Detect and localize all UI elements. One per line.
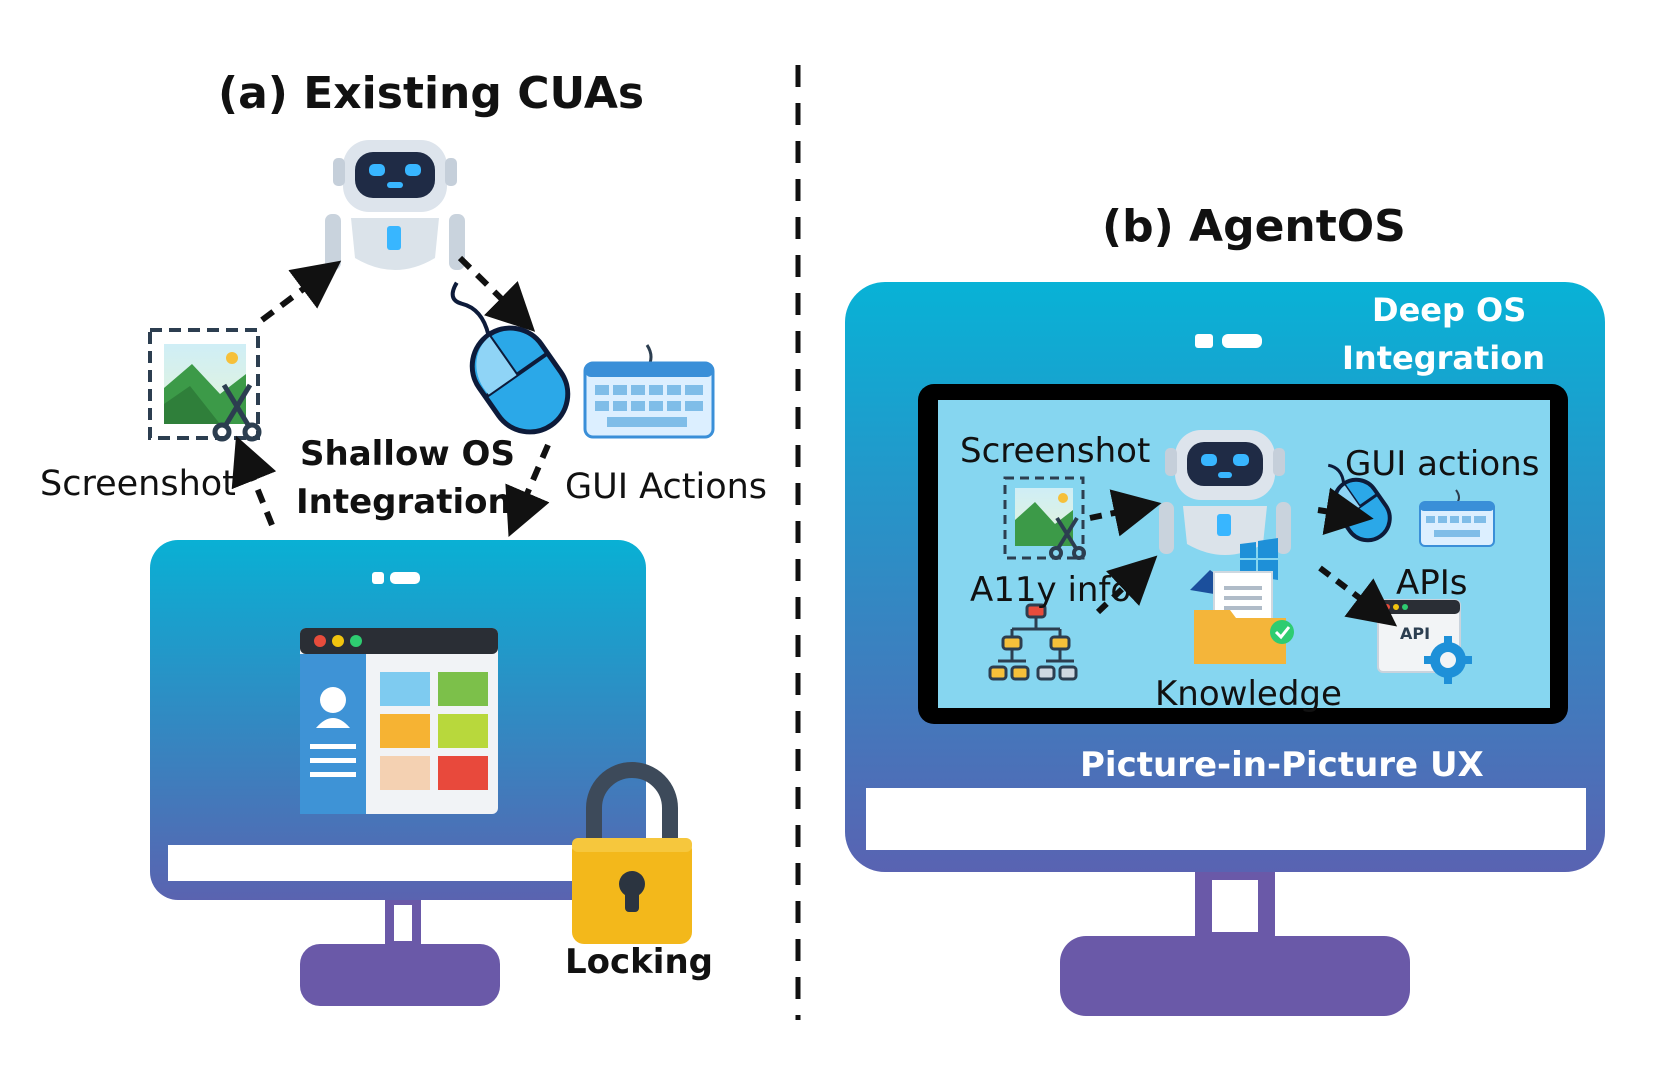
locking-label: Locking: [565, 942, 713, 982]
flow-arrows-agentos: [1089, 487, 1398, 627]
gui-actions-label: GUI Actions: [565, 467, 768, 507]
integration-label-line2: Integration: [296, 482, 512, 522]
accessibility-tree-icon: [988, 603, 1078, 681]
panel-b-title: (b) AgentOS: [1102, 201, 1406, 252]
integration-label-line1: Shallow OS: [300, 434, 515, 474]
robot-icon-agentos: [1159, 430, 1291, 555]
keyboard-icon-small: [1419, 489, 1495, 547]
screenshot-label-agentos: Screenshot: [960, 431, 1151, 471]
knowledge-label: Knowledge: [1155, 674, 1342, 714]
api-icon: [1377, 599, 1472, 684]
mouse-icon: [450, 281, 571, 435]
panel-a-title: (a) Existing CUAs: [218, 68, 645, 119]
knowledge-folder-icon: [1190, 570, 1294, 664]
robot-icon: [325, 140, 465, 270]
pip-ux-label: Picture-in-Picture UX: [1080, 745, 1484, 785]
deep-integration-line1: Deep OS: [1372, 291, 1527, 329]
app-window: [300, 628, 498, 814]
flow-arrows: [231, 255, 551, 538]
screenshot-icon-small: [1003, 476, 1086, 560]
screenshot-label: Screenshot: [40, 464, 236, 504]
screenshot-icon: [148, 328, 262, 442]
keyboard-icon: [583, 344, 715, 439]
api-badge-text: API: [1400, 624, 1431, 643]
gui-actions-label-agentos: GUI actions: [1345, 444, 1540, 484]
apis-label: APIs: [1396, 563, 1468, 603]
deep-integration-line2: Integration: [1342, 339, 1545, 377]
lock-icon: [572, 762, 692, 944]
a11y-info-label: A11y info: [970, 570, 1132, 610]
